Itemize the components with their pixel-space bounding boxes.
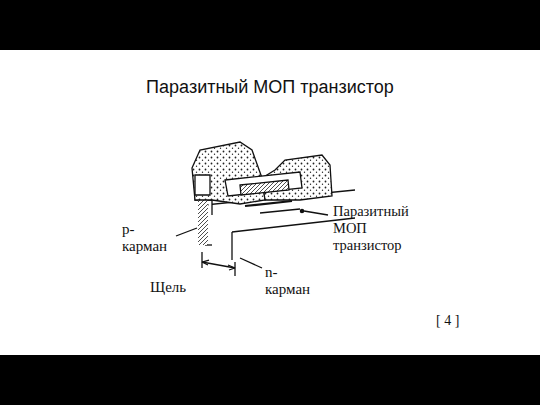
slide-title: Паразитный МОП транзистор [0,77,540,98]
bottom-bar [0,355,540,405]
top-bar [0,0,540,50]
parasitic-mos-label: Паразитный МОП транзистор [333,203,425,254]
p-well-label: p- карман [122,221,182,255]
gap-label: Щель [150,279,210,296]
reference-number: [ 4 ] [436,312,486,329]
n-well-label: n- карман [265,264,325,298]
